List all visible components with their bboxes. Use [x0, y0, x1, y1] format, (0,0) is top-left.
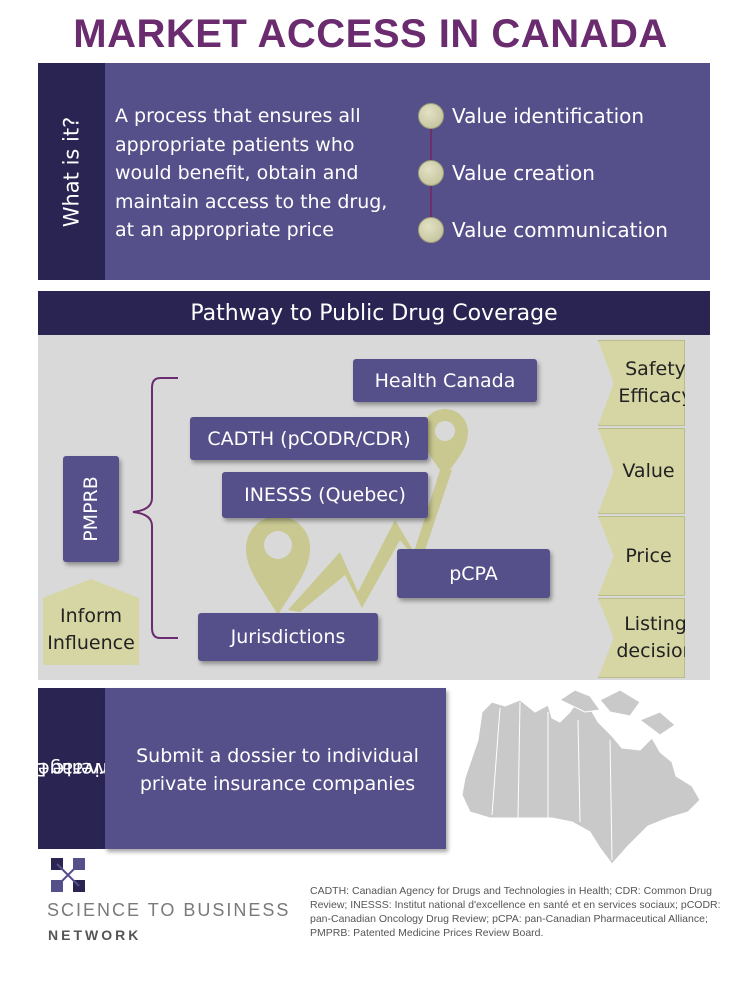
box-pmprb: PMPRB	[63, 456, 119, 562]
pathway-header: Pathway to Public Drug Coverage	[38, 291, 710, 335]
zigzag-path-icon	[288, 470, 452, 612]
abbreviations-footnote: CADTH: Canadian Agency for Drugs and Tec…	[310, 885, 721, 939]
stage-label: Safety	[625, 358, 686, 380]
private-side-panel	[38, 688, 105, 849]
location-pin-icon	[246, 516, 310, 615]
what-description: A process that ensures all appropriate p…	[115, 105, 388, 241]
stage-label: Value	[622, 459, 675, 482]
private-main-panel	[105, 688, 446, 849]
canada-map-icon	[461, 699, 701, 865]
logo-mark-icon	[51, 858, 85, 892]
map-islands	[558, 689, 676, 736]
private-side-label: Private Drug Coverage	[0, 688, 129, 849]
pmprb-label: PMPRB	[80, 476, 103, 542]
box-health-canada: Health Canada	[353, 359, 537, 402]
influence-label: Influence	[47, 632, 135, 654]
value-label: Value creation	[452, 161, 595, 185]
logo-text-line1: SCIENCE TO BUSINESS	[47, 900, 291, 920]
inform-influence-shape	[43, 579, 139, 665]
location-pin-icon	[422, 409, 468, 477]
box-jurisdictions: Jurisdictions	[198, 613, 378, 661]
page-title: MARKET ACCESS IN CANADA	[73, 12, 668, 56]
private-text: Submit a dossier to individual private i…	[136, 745, 419, 795]
box-cadth: CADTH (pCODR/CDR)	[190, 417, 428, 460]
value-label: Value communication	[452, 218, 668, 242]
pin-hole	[264, 531, 292, 559]
stage-label: Price	[625, 544, 672, 567]
box-pcpa: pCPA	[397, 549, 550, 598]
value-item-communication: Value communication	[418, 217, 668, 243]
logo-text-line2: NETWORK	[48, 927, 142, 943]
stage-label: decision	[616, 640, 695, 662]
value-item-identification: Value identification	[418, 103, 644, 129]
stage-label: Listing	[624, 613, 687, 635]
inform-label: Inform	[60, 605, 122, 627]
box-inesss: INESSS (Quebec)	[222, 472, 428, 518]
value-label: Value identification	[452, 104, 645, 128]
bullet-dot-icon	[418, 160, 444, 186]
what-main-panel	[105, 63, 710, 280]
bullet-dot-icon	[418, 217, 444, 243]
inform-influence-text: Inform Influence	[43, 603, 139, 657]
value-item-creation: Value creation	[418, 160, 595, 186]
bullet-dot-icon	[418, 103, 444, 129]
what-side-panel	[38, 63, 105, 280]
pin-hole	[435, 421, 455, 441]
stage-label: Efficacy	[618, 385, 693, 407]
bracket-brace	[132, 377, 178, 639]
